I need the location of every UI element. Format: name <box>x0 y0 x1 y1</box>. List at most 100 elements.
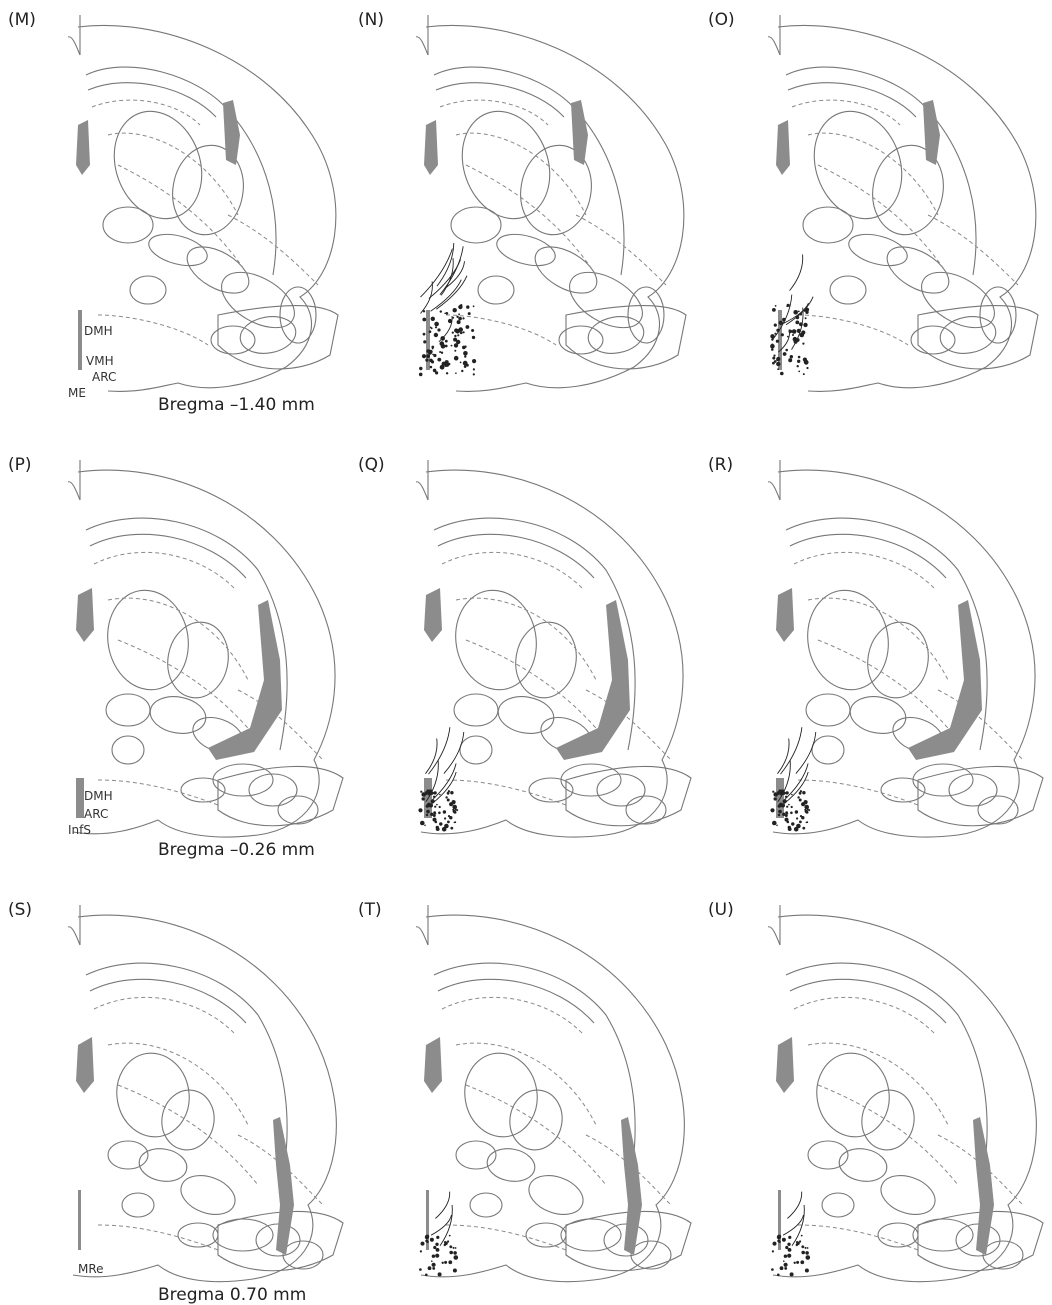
coronal-section <box>767 905 1044 1283</box>
stain-dot <box>418 808 423 813</box>
third-ventricle <box>776 120 790 175</box>
corpus-callosum <box>433 962 636 1196</box>
brain-nucleus <box>821 1192 855 1218</box>
corpus-callosum <box>85 517 288 751</box>
panel-label: (O) <box>708 10 735 30</box>
brain-nucleus <box>848 233 908 267</box>
brain-nucleus <box>515 621 577 699</box>
stain-dot <box>441 826 447 832</box>
stain-dot <box>465 325 470 329</box>
stained-neurons <box>418 727 465 832</box>
stain-dot <box>773 792 778 797</box>
region-label: DMH <box>84 324 113 338</box>
stain-dot <box>453 337 458 342</box>
stain-dot <box>771 1250 774 1253</box>
stained-neurons <box>770 254 814 376</box>
stain-dot <box>444 312 446 315</box>
stain-dot <box>454 328 459 333</box>
third-ventricle <box>76 120 90 175</box>
brain-nucleus <box>838 1148 888 1182</box>
stain-dot <box>804 808 807 811</box>
stain-dot <box>431 1254 436 1258</box>
stain-dot <box>440 344 446 349</box>
stain-dot <box>444 364 447 367</box>
third-ventricle <box>76 1037 94 1093</box>
stain-fibre <box>783 302 809 324</box>
third-ventricle-ventral <box>78 1190 81 1250</box>
stain-fibre <box>436 275 468 310</box>
stain-dot <box>434 820 438 824</box>
stain-dot <box>790 811 793 815</box>
stain-dot <box>773 797 777 801</box>
third-ventricle-ventral <box>78 310 82 370</box>
coronal-section <box>415 15 687 392</box>
brain-nucleus <box>912 1218 974 1252</box>
brain-nucleus <box>558 325 604 355</box>
stain-dot <box>788 803 790 806</box>
brain-nucleus <box>149 696 207 734</box>
stain-dot <box>435 1248 440 1252</box>
stain-dot <box>447 820 450 824</box>
stain-dot <box>772 356 776 360</box>
stain-dot <box>439 310 442 313</box>
brain-nucleus <box>459 735 493 765</box>
brain-nucleus <box>912 763 974 797</box>
brain-nucleus <box>282 1240 324 1270</box>
stain-dot <box>447 790 451 793</box>
stain-dot <box>789 355 793 359</box>
stain-dot <box>456 320 461 325</box>
stain-fibre <box>436 242 455 287</box>
stain-dot <box>785 1245 789 1250</box>
stain-fibre <box>782 771 809 805</box>
stain-dot <box>447 1240 450 1243</box>
brain-nucleus <box>450 206 502 244</box>
brain-nucleus <box>279 286 317 344</box>
piriform-cortex <box>565 765 692 827</box>
brain-nucleus <box>107 1140 149 1170</box>
stain-dot <box>449 1245 453 1249</box>
stain-dot <box>452 804 457 810</box>
stain-dot <box>784 814 788 817</box>
stained-neurons <box>770 727 817 832</box>
panel-label: (S) <box>8 900 33 920</box>
stain-dot <box>806 366 809 370</box>
stain-dot <box>772 1241 777 1246</box>
cortex-outline <box>72 469 336 838</box>
brain-nucleus <box>464 1052 538 1138</box>
brain-nucleus <box>116 1052 190 1138</box>
coronal-section <box>415 460 692 838</box>
stain-dot <box>450 791 454 795</box>
stain-dot <box>425 1239 429 1243</box>
piriform-cortex <box>917 305 1039 370</box>
brain-nucleus <box>880 1175 936 1215</box>
stain-dot <box>440 351 444 354</box>
stain-dot <box>797 355 801 359</box>
stain-dot <box>801 1245 805 1249</box>
stain-dot <box>799 332 805 338</box>
brain-nucleus <box>461 110 551 220</box>
stain-dot <box>779 1266 784 1271</box>
stain-dot <box>449 816 453 820</box>
region-label: InfS <box>68 823 91 837</box>
stain-dot <box>452 808 455 811</box>
brain-nucleus <box>560 1218 622 1252</box>
stain-dot <box>456 809 459 812</box>
stain-dot <box>438 805 441 809</box>
stain-dot <box>419 1268 422 1271</box>
region-label: ARC <box>84 807 108 821</box>
brain-nucleus <box>805 693 851 727</box>
brain-nucleus <box>816 1052 890 1138</box>
brain-nucleus <box>525 1222 567 1248</box>
stain-dot <box>782 812 786 816</box>
brain-nucleus <box>861 1089 915 1151</box>
stain-dot <box>773 360 777 363</box>
stain-dot <box>801 1250 805 1255</box>
region-label: ARC <box>92 370 116 384</box>
stain-dot <box>433 1245 437 1250</box>
brain-nucleus <box>630 1240 672 1270</box>
stain-dot <box>777 813 781 817</box>
stain-dot <box>435 825 439 830</box>
panel-label: (P) <box>8 455 32 475</box>
stain-dot <box>444 823 449 829</box>
bregma-caption: Bregma 0.70 mm <box>158 1285 307 1305</box>
